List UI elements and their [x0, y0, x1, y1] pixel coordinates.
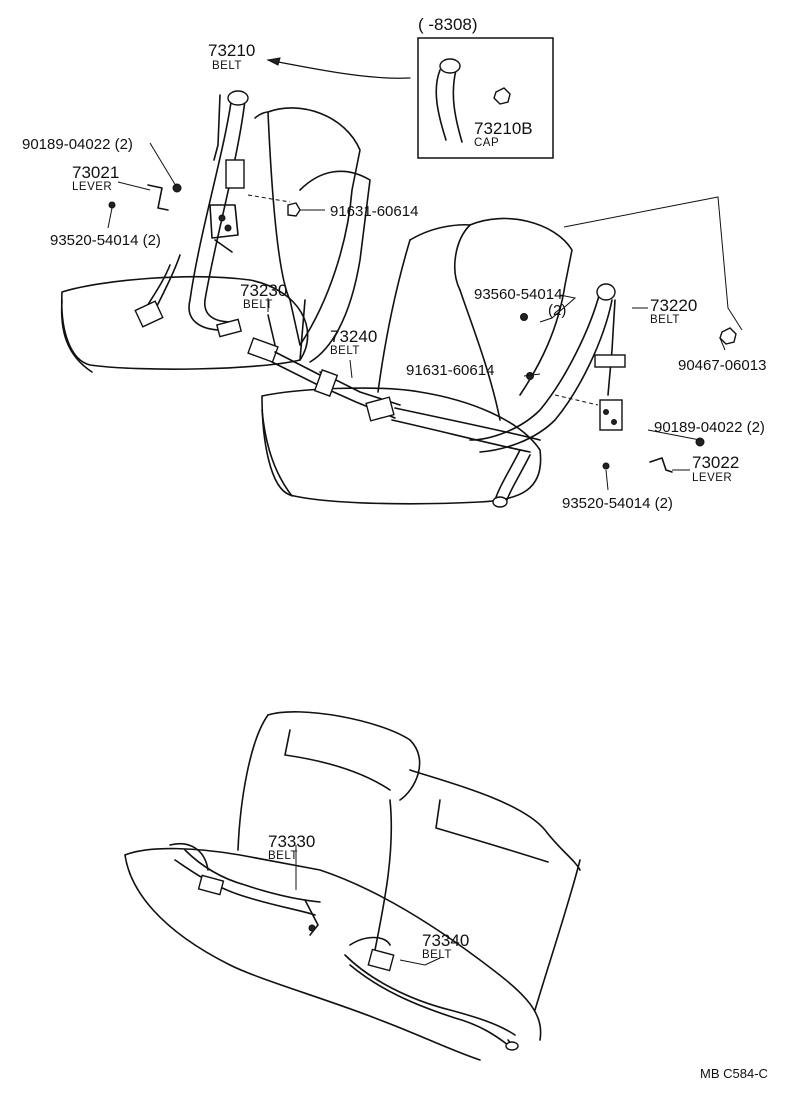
- part-number-73220: 73220: [650, 296, 697, 315]
- inset-range: ( -8308): [418, 15, 478, 34]
- left-front-seat: [60, 107, 371, 373]
- belt-73230-buckle: [247, 314, 321, 386]
- fasteners: [108, 183, 737, 473]
- part-number-73210b: 73210B: [474, 119, 533, 138]
- part-name-73210b: CAP: [474, 137, 499, 149]
- hardware-93520-left: 93520-54014 (2): [50, 232, 161, 249]
- part-number-73240: 73240: [330, 327, 377, 346]
- hardware-91631-left: 91631-60614: [330, 203, 418, 220]
- belt-73240-assembly: [313, 369, 541, 453]
- hardware-90189-left: 90189-04022 (2): [22, 136, 133, 153]
- belt-73220-assembly: [469, 283, 626, 508]
- hardware-93520-right: 93520-54014 (2): [562, 495, 673, 512]
- hardware-90467-right: 90467-06013: [678, 357, 766, 374]
- part-number-73210: 73210: [208, 41, 255, 60]
- hardware-93560-qty: (2): [548, 302, 566, 319]
- part-name-73022: LEVER: [692, 472, 732, 484]
- part-number-73340: 73340: [422, 931, 469, 950]
- right-front-seat: [261, 217, 573, 505]
- part-name-73230: BELT: [243, 299, 273, 311]
- leader-lines: [107, 142, 743, 966]
- part-number-73022: 73022: [692, 453, 739, 472]
- belt-73210-assembly: [134, 90, 249, 338]
- part-name-73021: LEVER: [72, 181, 112, 193]
- belt-73330-assembly: [169, 843, 321, 936]
- labels: 73210 BELT ( -8308) 73210B CAP 90189-040…: [22, 15, 768, 1081]
- rear-seat: [124, 711, 581, 1061]
- part-name-73330: BELT: [268, 850, 298, 862]
- part-name-73210: BELT: [212, 60, 242, 72]
- part-name-73340: BELT: [422, 949, 452, 961]
- inset-box: [266, 37, 554, 159]
- hardware-91631-right: 91631-60614: [406, 362, 494, 379]
- hardware-93560-right: 93560-54014: [474, 286, 562, 303]
- part-name-73240: BELT: [330, 345, 360, 357]
- part-number-73021: 73021: [72, 163, 119, 182]
- diagram-code: MB C584-C: [700, 1066, 768, 1081]
- part-number-73230: 73230: [240, 281, 287, 300]
- belt-73340-assembly: [344, 936, 519, 1051]
- hardware-90189-right: 90189-04022 (2): [654, 419, 765, 436]
- part-number-73330: 73330: [268, 832, 315, 851]
- part-name-73220: BELT: [650, 314, 680, 326]
